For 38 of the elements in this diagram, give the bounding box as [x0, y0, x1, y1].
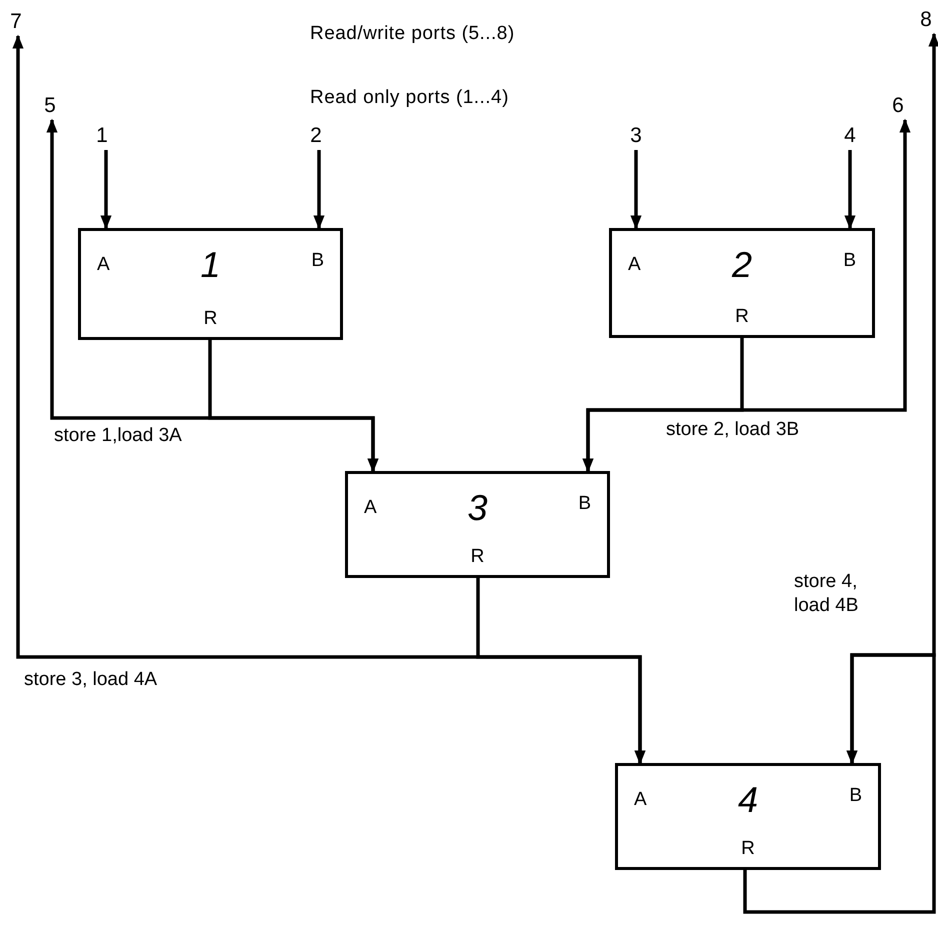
port-number: 1 [92, 122, 112, 148]
port-number: 4 [840, 122, 860, 148]
port-number: 7 [6, 8, 26, 34]
port-number: 5 [40, 92, 60, 118]
port-number: 3 [626, 122, 646, 148]
input-port-label: A [97, 253, 110, 277]
arrow [630, 150, 642, 230]
processing-unit-box [345, 471, 610, 578]
result-port-label: R [741, 836, 755, 860]
arrow [100, 150, 112, 230]
unit-number: 4 [738, 782, 758, 818]
port-number: 8 [916, 6, 936, 32]
port-number: 6 [888, 92, 908, 118]
input-port-label: A [628, 253, 641, 277]
arrow [12, 34, 646, 764]
port-number: 2 [306, 122, 326, 148]
arrow [582, 118, 911, 472]
input-port-label: B [311, 249, 324, 273]
heading-text: Read only ports (1...4) [310, 86, 509, 110]
processing-unit-box [609, 228, 875, 338]
unit-number: 1 [200, 247, 221, 283]
input-port-label: B [843, 249, 856, 273]
arrow [844, 150, 856, 230]
result-port-label: R [470, 544, 484, 568]
input-port-label: A [634, 788, 647, 812]
unit-number: 2 [732, 247, 752, 283]
input-port-label: B [578, 492, 591, 516]
heading-text: Read/write ports (5...8) [310, 22, 515, 46]
arrow [46, 118, 379, 472]
arrow [313, 150, 325, 230]
processing-unit-box [78, 228, 343, 340]
result-port-label: R [204, 306, 218, 330]
processing-unit-box [615, 763, 881, 870]
input-port-label: A [364, 496, 377, 520]
arrow [846, 32, 938, 764]
result-port-label: R [735, 304, 749, 328]
unit-number: 3 [467, 490, 488, 526]
input-port-label: B [849, 784, 862, 808]
